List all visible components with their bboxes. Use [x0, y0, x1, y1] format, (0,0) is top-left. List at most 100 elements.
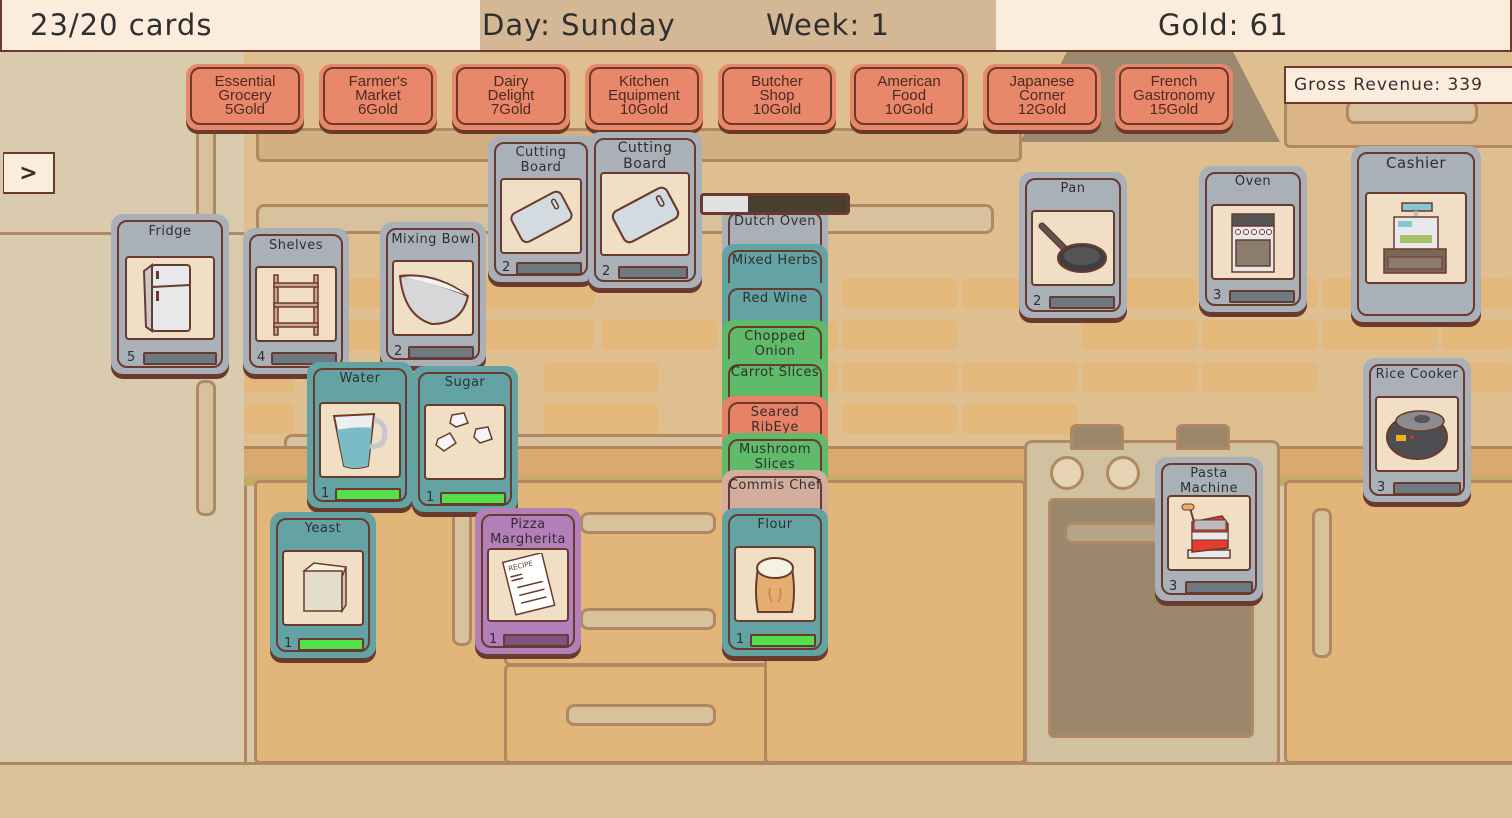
- card-pizza-margherita-recipe[interactable]: Pizza Margherita RECIPE 1: [475, 508, 581, 654]
- top-status-bar: 23/20 cards Day: Sunday Week: 1 Gold: 61: [0, 0, 1512, 52]
- card-progress-bar: [143, 352, 217, 365]
- card-water[interactable]: Water 1: [307, 362, 413, 508]
- cash-register-icon: [1365, 192, 1467, 284]
- recipe-icon: RECIPE: [487, 548, 569, 622]
- card-pan[interactable]: Pan 2: [1019, 172, 1127, 318]
- cabinet-handle: [452, 500, 472, 646]
- card-cutting-board[interactable]: Cutting Board 2: [488, 136, 594, 282]
- card-title: Sugar: [444, 375, 486, 390]
- bowl-icon: [392, 260, 474, 336]
- shop-butcher-shop[interactable]: Butcher Shop 10Gold: [718, 64, 836, 130]
- shop-kitchen-equipment[interactable]: Kitchen Equipment 10Gold: [585, 64, 703, 130]
- card-title: Water: [339, 371, 381, 386]
- card-oven[interactable]: Oven 3: [1199, 166, 1307, 312]
- card-progress-bar: [1393, 482, 1461, 495]
- card-count: 1: [284, 636, 293, 651]
- card-cutting-board[interactable]: Cutting Board 2: [588, 132, 702, 288]
- shop-dairy-delight[interactable]: Dairy Delight 7Gold: [452, 64, 570, 130]
- shop-japanese-corner[interactable]: Japanese Corner 12Gold: [983, 64, 1101, 130]
- drawer-handle: [580, 512, 716, 534]
- shop-american-food[interactable]: American Food 10Gold: [850, 64, 968, 130]
- gold-label: Gold: 61: [1158, 8, 1289, 42]
- card-yeast[interactable]: Yeast 1: [270, 512, 376, 658]
- card-flour[interactable]: Flour 1: [722, 508, 828, 656]
- fridge-icon: [125, 256, 215, 340]
- card-count: 1: [426, 490, 435, 505]
- card-title: Cashier: [1385, 154, 1447, 172]
- card-title: Yeast: [304, 521, 342, 536]
- progress-fill: [703, 196, 748, 212]
- drawer-handle: [566, 704, 716, 726]
- card-count: 2: [394, 344, 403, 359]
- card-progress-bar: [408, 346, 474, 359]
- shop-french-gastronomy[interactable]: French Gastronomy 15Gold: [1115, 64, 1233, 130]
- card-sugar[interactable]: Sugar 1: [412, 366, 518, 512]
- fridge-handle-top: [196, 120, 216, 221]
- card-title: Commis Chef: [728, 478, 822, 493]
- rice-cooker-icon: [1375, 396, 1459, 472]
- cabinet-handle: [1312, 508, 1332, 658]
- card-title: Flour: [757, 517, 793, 532]
- week-label: Week: 1: [762, 0, 996, 50]
- shop-essential-grocery[interactable]: Essential Grocery 5Gold: [186, 64, 304, 130]
- card-count: 3: [1169, 579, 1178, 594]
- cutting-board-icon: [600, 172, 690, 256]
- card-cashier[interactable]: Cashier: [1351, 146, 1481, 322]
- shelves-icon: [255, 266, 337, 342]
- card-count: 1: [321, 486, 330, 501]
- card-count: 3: [1213, 288, 1222, 303]
- card-count: 5: [127, 350, 136, 365]
- drawer-handle: [580, 608, 716, 630]
- sugar-cubes-icon: [424, 404, 506, 480]
- card-title: Mixed Herbs: [731, 253, 819, 268]
- card-progress-bar: [440, 492, 506, 505]
- card-title: Pan: [1060, 181, 1086, 196]
- card-title: Shelves: [268, 238, 324, 253]
- floor: [0, 762, 1512, 818]
- card-count: 1: [489, 632, 498, 647]
- card-title: Mushroom Slices: [738, 442, 812, 472]
- card-progress-bar: [271, 352, 337, 365]
- card-title: Seared RibEye: [750, 405, 800, 435]
- shop-label: Kitchen Equipment 10Gold: [589, 67, 699, 125]
- card-title: Oven: [1234, 174, 1272, 189]
- card-count: 23/20 cards: [30, 8, 213, 42]
- card-shelves[interactable]: Shelves 4: [243, 228, 349, 374]
- card-title: Pasta Machine: [1180, 466, 1238, 496]
- card-title: Fridge: [148, 224, 192, 239]
- card-rice-cooker[interactable]: Rice Cooker 3: [1363, 358, 1471, 502]
- shop-label: Essential Grocery 5Gold: [190, 67, 300, 125]
- card-progress-bar: [1229, 290, 1295, 303]
- card-count: 2: [502, 260, 511, 275]
- stack-cooking-progress: [700, 193, 850, 215]
- stove-knob: [1050, 456, 1084, 490]
- shop-label: Farmer's Market 6Gold: [323, 67, 433, 125]
- card-fridge[interactable]: Fridge 5: [111, 214, 229, 374]
- card-count: 1: [736, 632, 745, 647]
- card-progress-bar: [298, 638, 364, 651]
- expand-sidebar-button[interactable]: >: [3, 152, 55, 194]
- card-title: Mixing Bowl: [391, 232, 475, 247]
- shop-label: American Food 10Gold: [854, 67, 964, 125]
- stove-knob-base: [1070, 424, 1124, 450]
- card-progress-bar: [1185, 581, 1253, 594]
- card-mixing-bowl[interactable]: Mixing Bowl 2: [380, 222, 486, 366]
- yeast-block-icon: [282, 550, 364, 626]
- card-progress-bar: [516, 262, 582, 275]
- card-progress-bar: [503, 634, 569, 647]
- shop-label: Dairy Delight 7Gold: [456, 67, 566, 125]
- card-pasta-machine[interactable]: Pasta Machine 3: [1155, 457, 1263, 601]
- water-jug-icon: [319, 402, 401, 478]
- card-progress-bar: [618, 266, 688, 279]
- shop-label: French Gastronomy 15Gold: [1119, 67, 1229, 125]
- card-title: Rice Cooker: [1375, 367, 1459, 382]
- card-title: Red Wine: [742, 291, 808, 306]
- card-title: Pizza Margherita: [490, 517, 566, 547]
- cutting-board-icon: [500, 178, 582, 254]
- shop-label: Butcher Shop 10Gold: [722, 67, 832, 125]
- card-title: Chopped Onion: [744, 329, 806, 359]
- card-title: Dutch Oven: [733, 214, 817, 229]
- card-progress-bar: [1049, 296, 1115, 309]
- fridge-handle-bottom: [196, 380, 216, 516]
- shop-farmers-market[interactable]: Farmer's Market 6Gold: [319, 64, 437, 130]
